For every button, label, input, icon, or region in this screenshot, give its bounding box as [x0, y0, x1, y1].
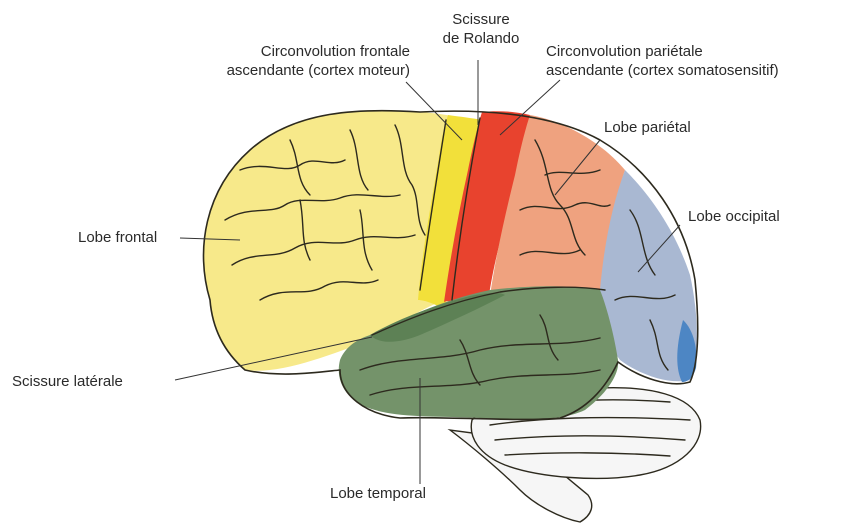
label-frontale-ascendante: Circonvolution frontale ascendante (cort…: [156, 42, 410, 80]
label-lobe-frontal: Lobe frontal: [78, 228, 157, 247]
label-lobe-parietal-text: Lobe pariétal: [604, 119, 691, 136]
label-scissure-laterale-text: Scissure latérale: [12, 373, 123, 390]
label-lobe-temporal: Lobe temporal: [330, 484, 426, 503]
label-parietale-ascendante: Circonvolution pariétale ascendante (cor…: [546, 42, 779, 80]
label-lobe-parietal: Lobe pariétal: [604, 118, 691, 137]
label-lobe-temporal-text: Lobe temporal: [330, 485, 426, 502]
label-scissure-laterale: Scissure latérale: [12, 372, 123, 391]
label-lobe-occipital: Lobe occipital: [688, 207, 780, 226]
label-parietale-ascendante-line2: ascendante (cortex somatosensitif): [546, 61, 779, 80]
label-scissure-rolando: Scissure de Rolando: [436, 10, 526, 48]
label-parietale-ascendante-line1: Circonvolution pariétale: [546, 42, 779, 61]
label-lobe-frontal-text: Lobe frontal: [78, 229, 157, 246]
label-frontale-ascendante-line1: Circonvolution frontale: [156, 42, 410, 61]
label-scissure-rolando-line1: Scissure: [436, 10, 526, 29]
label-scissure-rolando-line2: de Rolando: [436, 29, 526, 48]
label-frontale-ascendante-line2: ascendante (cortex moteur): [156, 61, 410, 80]
label-lobe-occipital-text: Lobe occipital: [688, 208, 780, 225]
